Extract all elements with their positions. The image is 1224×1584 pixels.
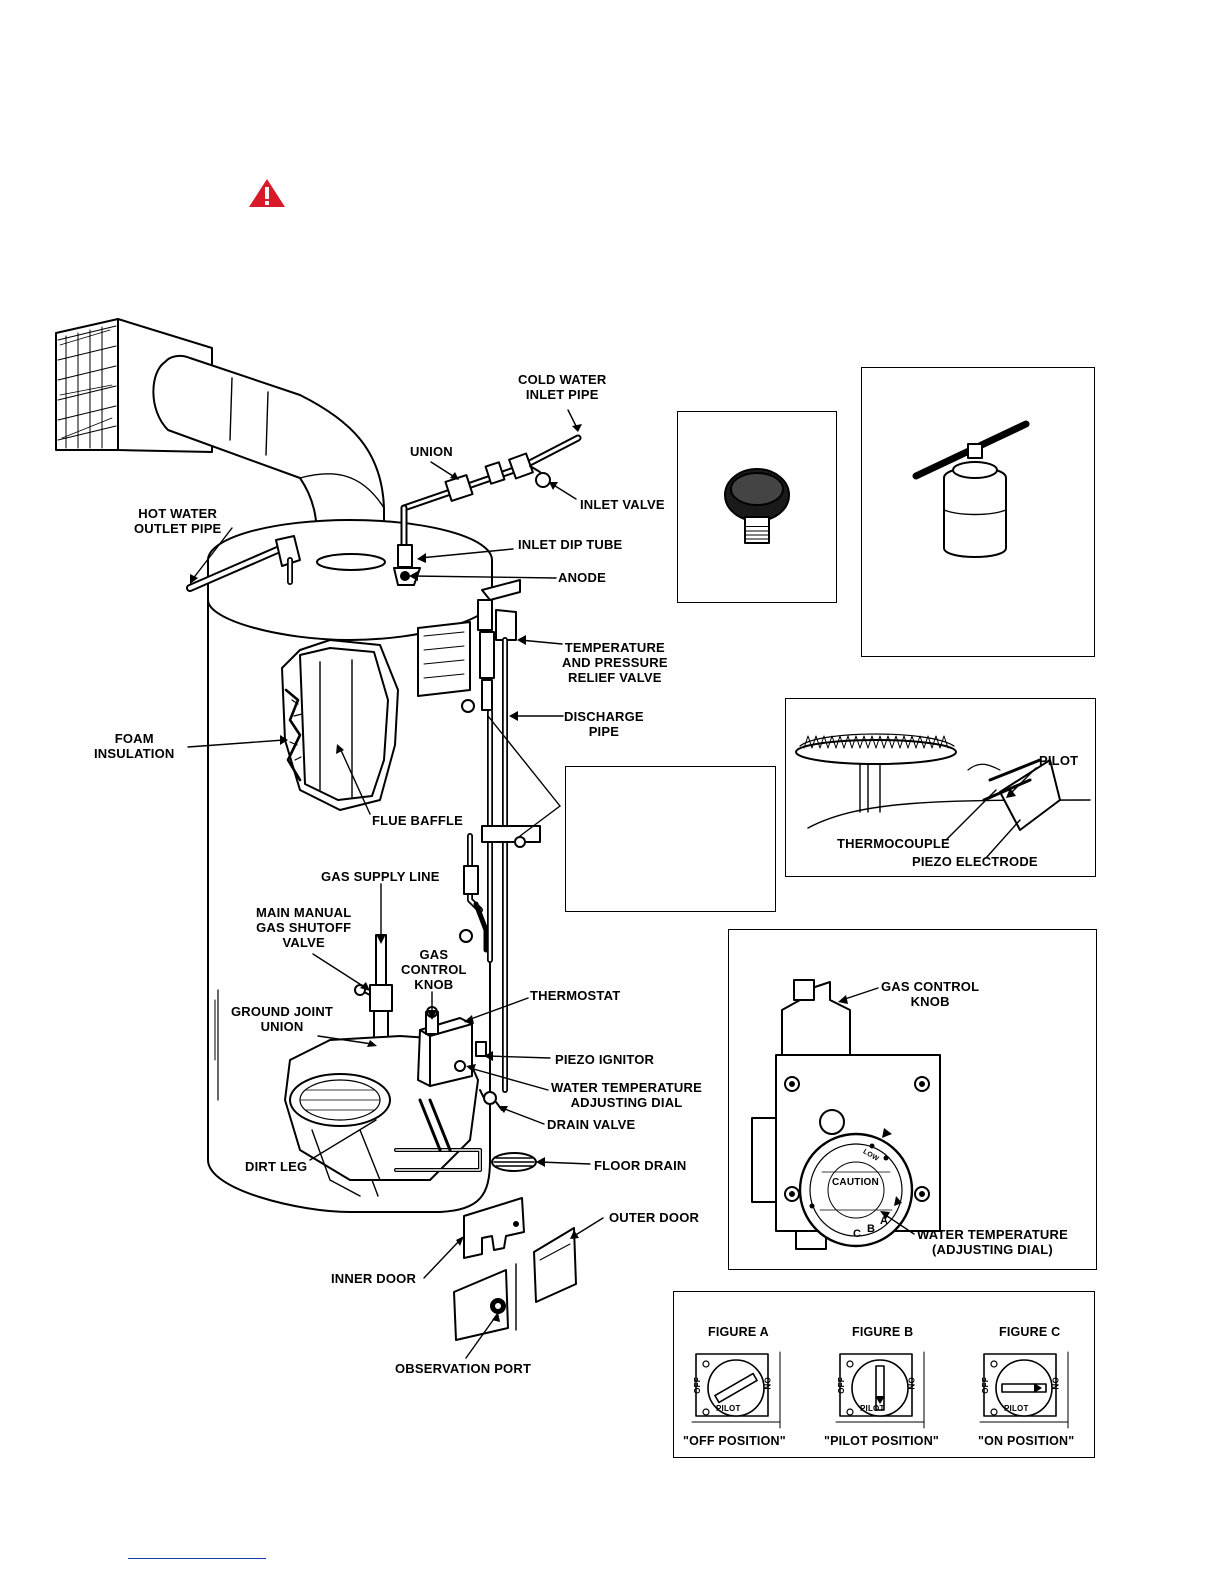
figure-c-caption: "ON POSITION" [978, 1434, 1075, 1448]
floor-drain [491, 1152, 537, 1172]
knob-figure-c [979, 1351, 1069, 1429]
knob-figure-b [835, 1351, 925, 1429]
knob-figure-a [691, 1351, 781, 1429]
burner-doors [453, 1197, 577, 1341]
burner-drawing [795, 733, 1091, 831]
label-ground-joint-union: GROUND JOINT UNION [231, 1004, 334, 1034]
figure-b-title: FIGURE B [852, 1325, 914, 1339]
leader-lines [187, 409, 604, 1359]
label-observation-port: OBSERVATION PORT [395, 1361, 532, 1376]
figure-a-caption: "OFF POSITION" [683, 1434, 786, 1448]
label-anode: ANODE [558, 570, 606, 585]
label-gas-control-knob: GAS CONTROL KNOB [401, 947, 467, 992]
dial-caution-text: CAUTION [832, 1177, 879, 1188]
blank-note-box [565, 766, 776, 912]
drain-plug-drawing [724, 468, 790, 544]
fig-a-on-mark: ON [762, 1377, 772, 1390]
gas-control-drawing [751, 979, 941, 1250]
footer-link-underline [128, 1558, 266, 1559]
relief-valve-assembly [459, 579, 541, 1093]
fig-a-off-mark: OFF [692, 1377, 702, 1394]
label-water-temperature-detail: WATER TEMPERATURE (ADJUSTING DIAL) [917, 1227, 1068, 1257]
label-gas-supply-line: GAS SUPPLY LINE [321, 869, 440, 884]
fig-c-pilot-mark: PILOT [1004, 1404, 1029, 1413]
rating-plate [417, 621, 471, 697]
expansion-tank-detail-box [861, 367, 1095, 657]
fig-a-pilot-mark: PILOT [716, 1404, 741, 1413]
label-outer-door: OUTER DOOR [609, 1210, 700, 1225]
label-pilot: PILOT [1039, 753, 1079, 768]
dial-letter-a: A [880, 1215, 889, 1227]
fig-b-on-mark: ON [906, 1377, 916, 1390]
label-gas-control-knob-detail: GAS CONTROL KNOB [881, 979, 980, 1009]
figure-c-title: FIGURE C [999, 1325, 1061, 1339]
fig-b-off-mark: OFF [836, 1377, 846, 1394]
dial-letter-c: C [853, 1228, 862, 1240]
label-foam-insulation: FOAM INSULATION [94, 731, 175, 761]
fig-c-off-mark: OFF [980, 1377, 990, 1394]
figure-a-title: FIGURE A [708, 1325, 769, 1339]
label-inner-door: INNER DOOR [331, 1271, 417, 1286]
foam-insulation-cutaway [281, 639, 399, 811]
label-floor-drain: FLOOR DRAIN [594, 1158, 687, 1173]
fig-b-pilot-mark: PILOT [860, 1404, 885, 1413]
cold-water-inlet-pipe [393, 434, 582, 586]
label-cold-water-inlet-pipe: COLD WATER INLET PIPE [518, 372, 607, 402]
label-water-temperature-adjusting-dial: WATER TEMPERATURE ADJUSTING DIAL [551, 1080, 702, 1110]
fig-c-on-mark: ON [1050, 1377, 1060, 1390]
expansion-tank-drawing [912, 420, 1030, 558]
label-drain-valve: DRAIN VALVE [547, 1117, 636, 1132]
warning-triangle-icon [249, 179, 285, 207]
label-temperature-pressure-relief-valve: TEMPERATURE AND PRESSURE RELIEF VALVE [562, 640, 668, 685]
label-inlet-valve: INLET VALVE [580, 497, 665, 512]
dial-letter-b: B [867, 1223, 876, 1235]
label-flue-baffle: FLUE BAFFLE [372, 813, 464, 828]
figure-b-caption: "PILOT POSITION" [824, 1434, 940, 1448]
label-thermocouple: THERMOCOUPLE [837, 836, 950, 851]
label-discharge-pipe: DISCHARGE PIPE [564, 709, 644, 739]
label-piezo-ignitor: PIEZO IGNITOR [555, 1052, 655, 1067]
label-hot-water-outlet-pipe: HOT WATER OUTLET PIPE [134, 506, 222, 536]
label-thermostat: THERMOSTAT [530, 988, 621, 1003]
arrowheads [190, 424, 582, 1322]
label-main-manual-gas-shutoff-valve: MAIN MANUAL GAS SHUTOFF VALVE [256, 905, 352, 950]
label-dirt-leg: DIRT LEG [245, 1159, 308, 1174]
label-inlet-dip-tube: INLET DIP TUBE [518, 537, 623, 552]
label-union: UNION [410, 444, 453, 459]
hot-water-outlet-pipe [186, 535, 301, 592]
label-piezo-electrode: PIEZO ELECTRODE [912, 854, 1038, 869]
